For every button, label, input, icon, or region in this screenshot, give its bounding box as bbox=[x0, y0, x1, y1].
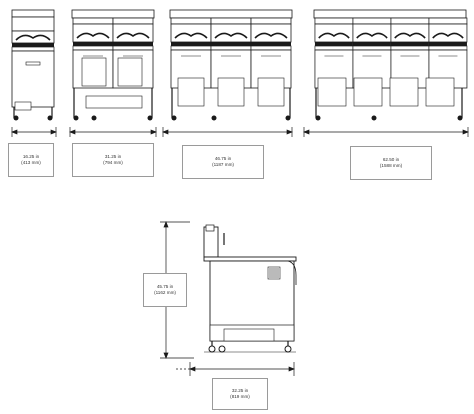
dimension-label-width-1: 16.25 in (413 mm) bbox=[8, 143, 54, 177]
fryer-side-view bbox=[203, 224, 297, 353]
dimension-imperial: 46.75 in bbox=[214, 156, 232, 161]
fryer-front-single bbox=[11, 9, 55, 121]
dimension-label-width-2: 31.25 in (794 mm) bbox=[72, 143, 154, 177]
depth-arrow bbox=[176, 362, 295, 376]
fryer-front-quad bbox=[313, 9, 468, 121]
dimension-metric: (413 mm) bbox=[21, 160, 41, 165]
dimension-imperial: 62.50 in bbox=[382, 157, 400, 162]
dimension-metric: (1588 mm) bbox=[379, 163, 403, 168]
dimension-imperial: 16.25 in bbox=[22, 154, 40, 159]
dimension-metric: (1162 mm) bbox=[154, 290, 176, 295]
dimension-metric: (1187 mm) bbox=[212, 162, 234, 167]
dimension-label-depth: 32.25 in (819 mm) bbox=[212, 378, 268, 410]
dimension-imperial: 31.25 in bbox=[104, 154, 122, 159]
dimension-imperial: 32.25 in bbox=[231, 388, 249, 393]
dimension-metric: (794 mm) bbox=[103, 160, 123, 165]
dimension-imperial: 45.75 in bbox=[156, 284, 174, 289]
dimension-label-height: 45.75 in (1162 mm) bbox=[143, 273, 187, 307]
fryer-front-triple bbox=[169, 9, 293, 121]
dimension-label-width-4: 62.50 in (1588 mm) bbox=[350, 146, 432, 180]
width-arrows bbox=[11, 127, 469, 137]
fryer-front-double bbox=[71, 9, 155, 121]
dimension-label-width-3: 46.75 in (1187 mm) bbox=[182, 145, 264, 179]
dimension-metric: (819 mm) bbox=[230, 394, 250, 399]
